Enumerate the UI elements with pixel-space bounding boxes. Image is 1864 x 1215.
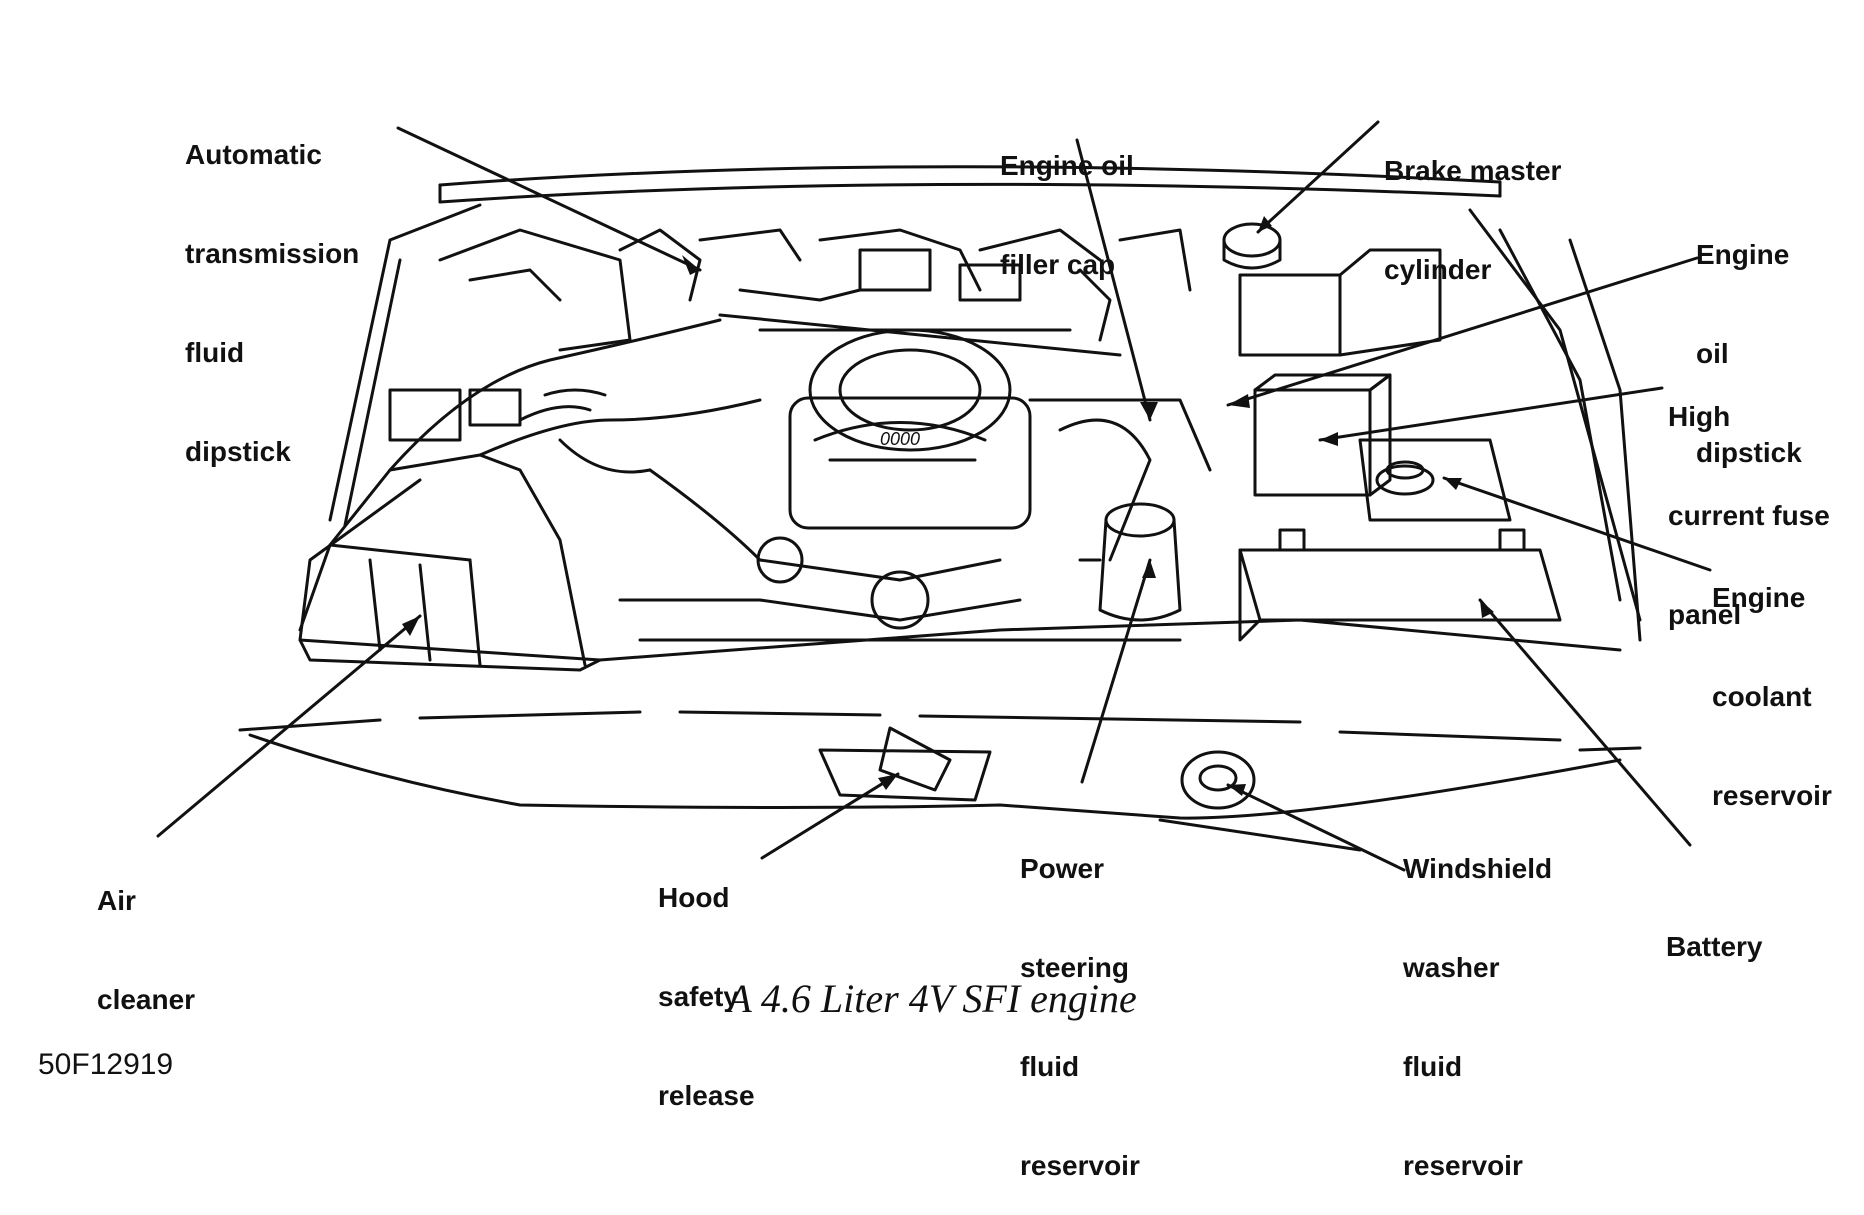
washer-reservoir-cap xyxy=(1180,750,1256,810)
label-power-steering-fluid-reservoir: Power steering fluid reservoir xyxy=(1020,853,1140,1181)
fender-left xyxy=(298,203,482,642)
fender-right xyxy=(1468,208,1642,642)
arrowheads xyxy=(402,216,1494,796)
power-steering-reservoir-tank xyxy=(1078,502,1182,622)
label-engine-oil-dipstick: Engine oil dipstick xyxy=(1696,239,1802,468)
brake-master-cylinder xyxy=(1222,222,1282,270)
leader-lines xyxy=(156,120,1712,872)
label-battery: Battery xyxy=(1666,931,1763,962)
battery-box xyxy=(1238,528,1562,642)
left-inner-components xyxy=(388,228,632,442)
label-hood-safety-release: Hood safety release xyxy=(658,882,755,1111)
intake-badge-text: 0000 xyxy=(880,429,920,449)
coolant-reservoir-tank xyxy=(1358,438,1512,522)
upper-module-box xyxy=(1238,248,1442,357)
figure-caption: A 4.6 Liter 4V SFI engine xyxy=(727,976,1137,1021)
label-engine-coolant-reservoir: Engine coolant reservoir xyxy=(1712,582,1832,811)
label-engine-oil-filler-cap: Engine oil filler cap xyxy=(1000,150,1134,280)
intake-duct xyxy=(388,318,762,562)
intake-plenum xyxy=(788,328,1032,530)
fuse-panel-box xyxy=(1253,373,1392,497)
label-air-cleaner: Air cleaner xyxy=(97,885,196,1015)
engine-compartment-drawing: 0000 xyxy=(156,120,1712,872)
engine-block xyxy=(618,313,1212,642)
cowl-panel xyxy=(438,165,1502,204)
hood-safety-release-part xyxy=(818,726,992,802)
label-brake-master-cylinder: Brake master cylinder xyxy=(1384,155,1562,285)
hood-front-edge xyxy=(238,710,1642,820)
upper-engine-details xyxy=(618,228,1192,342)
label-high-current-fuse-panel: High current fuse panel xyxy=(1668,401,1830,630)
label-automatic-transmission-fluid-dipstick: Automatic transmission fluid dipstick xyxy=(185,139,360,467)
figure-code: 50F12919 xyxy=(38,1048,174,1081)
radiator-support xyxy=(298,618,1622,672)
